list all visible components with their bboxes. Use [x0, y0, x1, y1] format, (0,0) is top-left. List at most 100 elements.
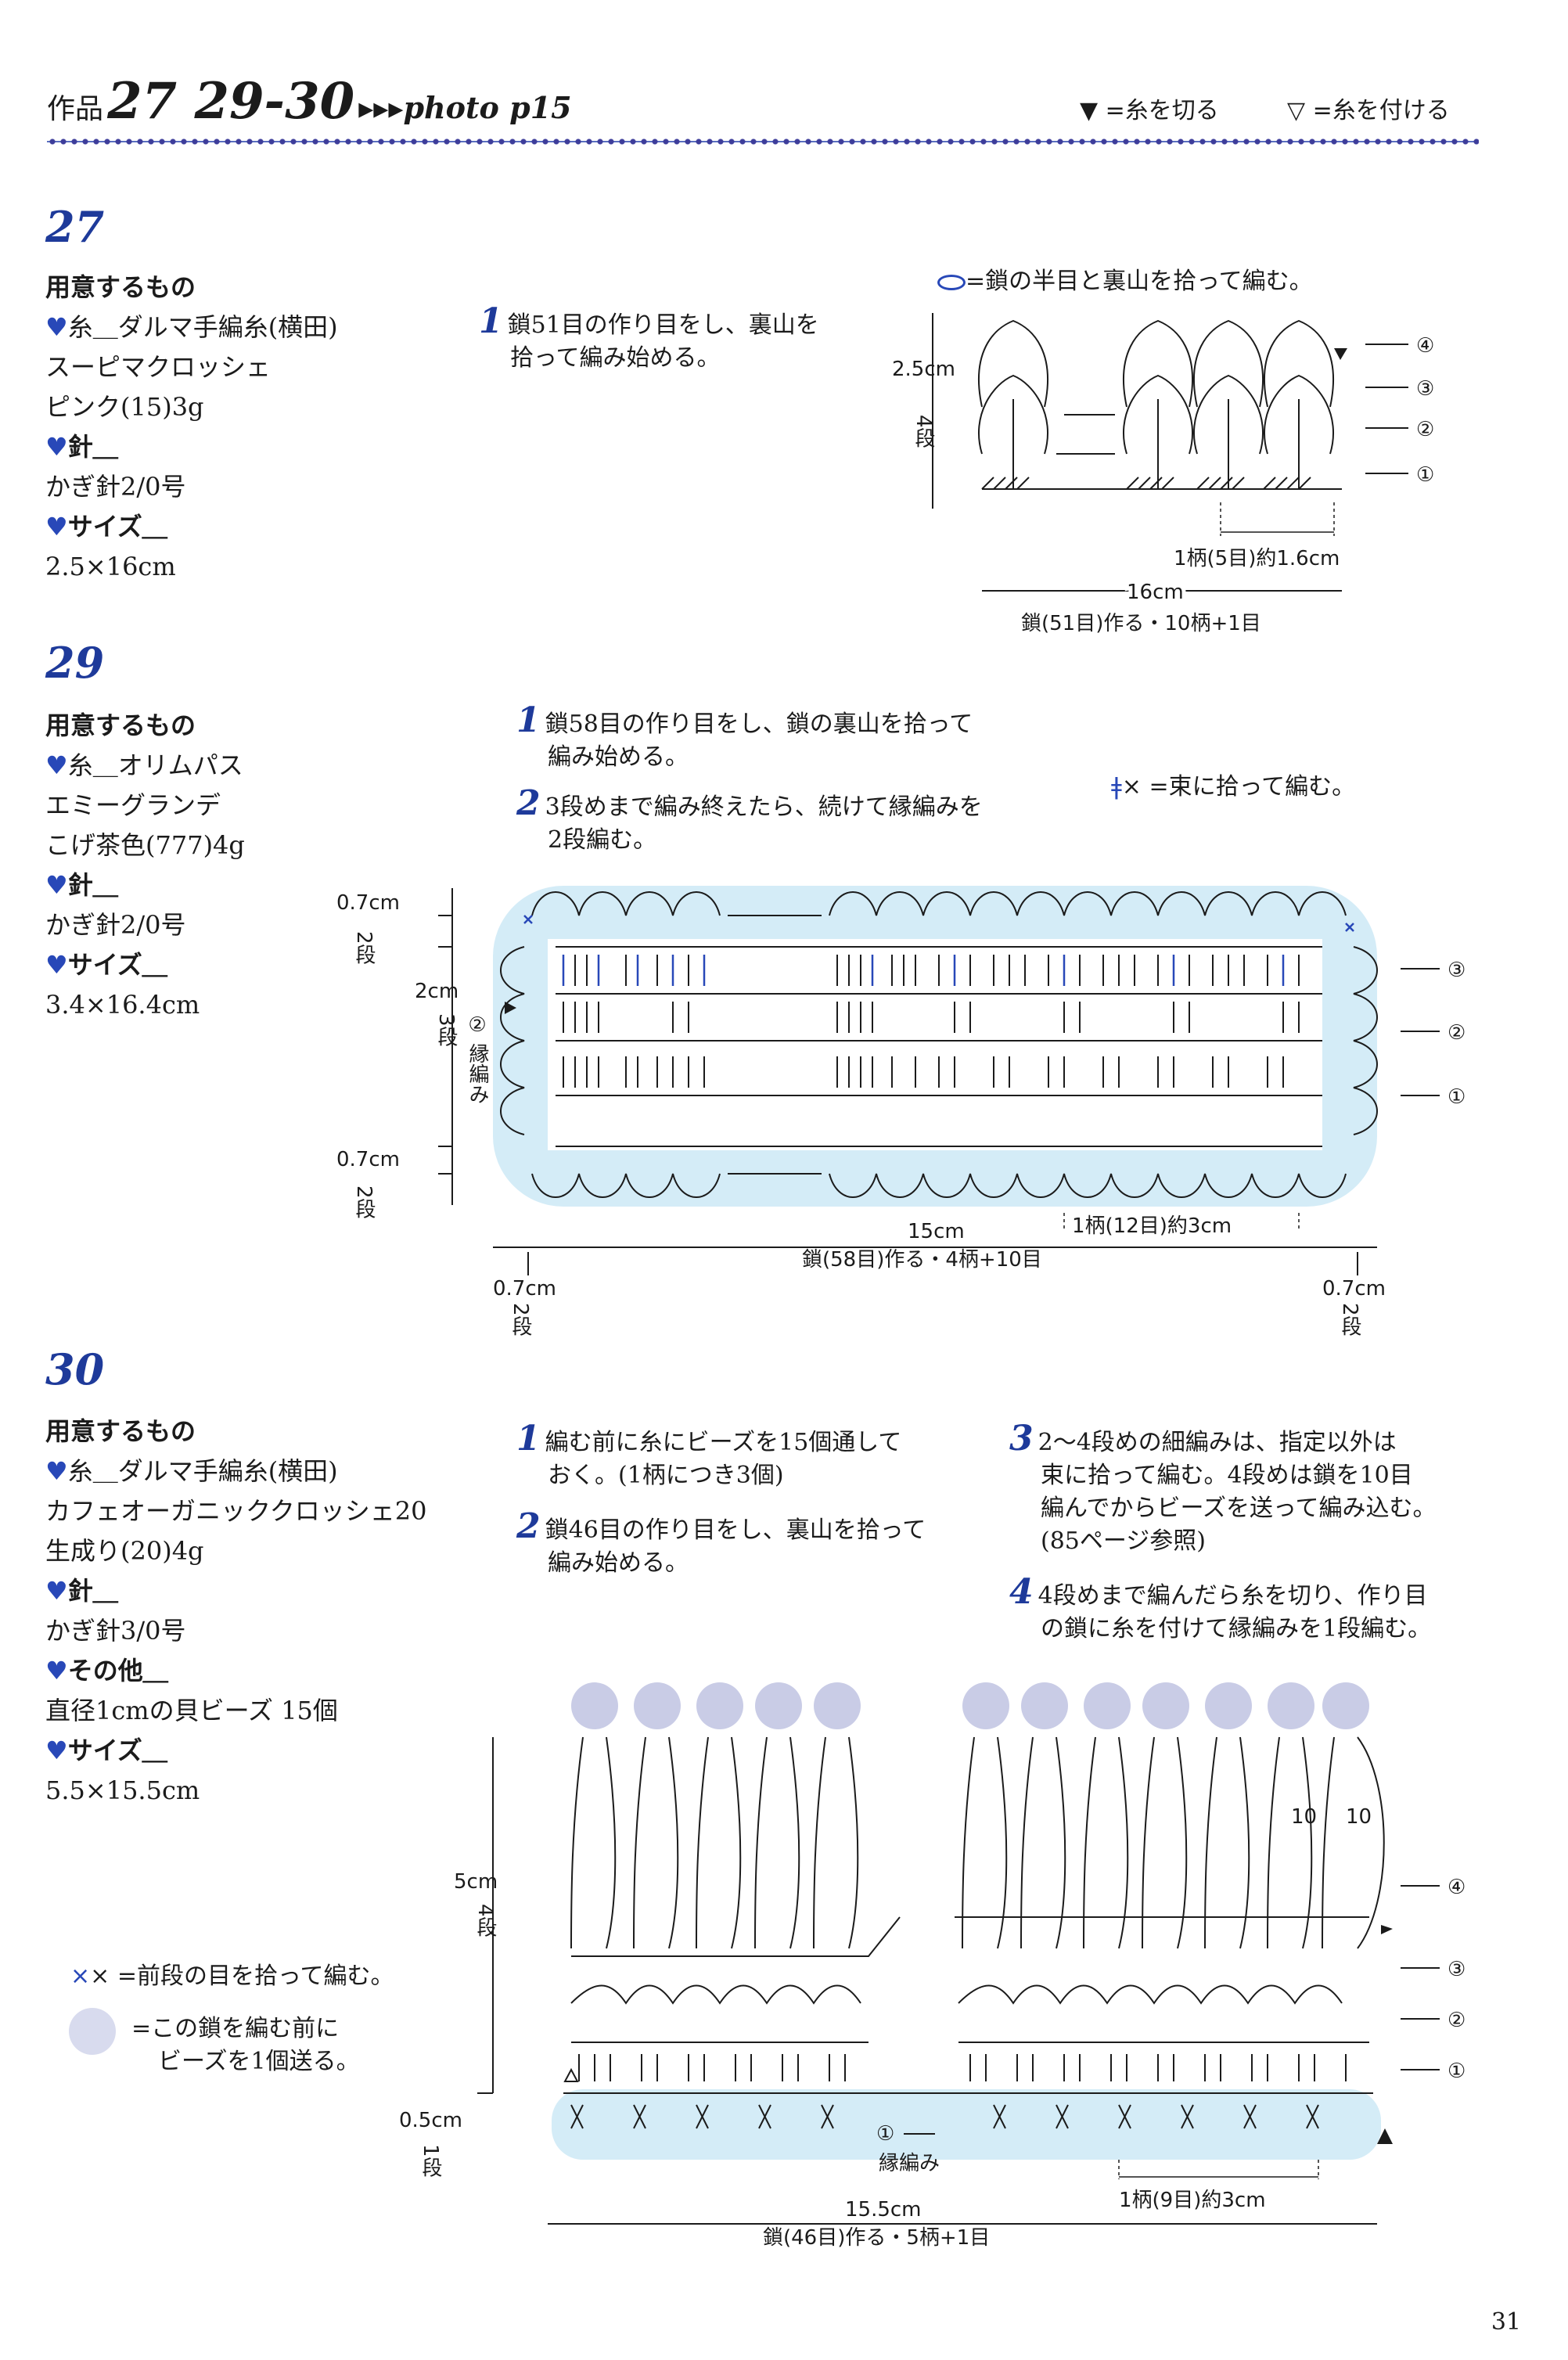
- material-line: ♥糸＿ダルマ手編糸(横田): [45, 1456, 338, 1486]
- width-label: 15cm: [908, 1220, 965, 1243]
- header-kind: 作品: [47, 93, 104, 125]
- material-line: 用意するもの: [45, 272, 196, 302]
- row-number: ③: [1416, 377, 1434, 401]
- materials-27: 用意するもの ♥糸＿ダルマ手編糸(横田) スーピマクロッシェ ピンク(15)3g…: [45, 268, 338, 587]
- heart-icon: ♥: [45, 512, 68, 541]
- page-number: 31: [1491, 2308, 1521, 2336]
- legend-cut: ▼ =糸を切る: [1080, 97, 1219, 124]
- material-line: かぎ針3/0号: [45, 1616, 186, 1646]
- materials-29: 用意するもの ♥糸＿オリムパス エミーグランデ こげ茶色(777)4g ♥針＿ …: [45, 706, 245, 1025]
- row-number: ④: [1448, 1876, 1466, 1899]
- header-photo-ref: ▸▸▸photo p15: [358, 90, 572, 125]
- left-margin-label: 0.7cm: [493, 1277, 556, 1301]
- material-line: こげ茶色(777)4g: [45, 830, 245, 860]
- row-number: ③: [1448, 1958, 1466, 1981]
- heart-icon: ♥: [45, 870, 68, 900]
- left-rows-label: 2段: [509, 1303, 532, 1336]
- heart-icon: ♥: [45, 750, 68, 780]
- double-crochet-icon: ǂ: [1111, 773, 1122, 800]
- row-number: ②: [1448, 1021, 1466, 1045]
- row-number: ②: [1448, 2009, 1466, 2032]
- material-line: かぎ針2/0号: [45, 910, 186, 940]
- material-line: ♥その他＿: [45, 1656, 168, 1685]
- material-line: 用意するもの: [45, 711, 196, 740]
- rows-label: 4段: [912, 415, 935, 448]
- material-line: カフェオーガニッククロッシェ20: [45, 1496, 427, 1526]
- bottom-height-label: 0.7cm: [336, 1148, 400, 1171]
- material-line: 3.4×16.4cm: [45, 990, 200, 1020]
- bottom-rows-label: 1段: [419, 2144, 442, 2178]
- material-line: スーピマクロッシェ: [45, 352, 272, 382]
- right-rows-label: 2段: [1338, 1303, 1361, 1336]
- note-29: ǂ× =束に拾って編む。: [1111, 773, 1356, 800]
- material-line: ♥サイズ＿: [45, 512, 167, 541]
- material-line: エミーグランデ: [45, 790, 221, 820]
- right-margin-label: 0.7cm: [1322, 1277, 1386, 1301]
- note-30-stitch: ×× =前段の目を拾って編む。: [70, 1962, 394, 1990]
- materials-30: 用意するもの ♥糸＿ダルマ手編糸(横田) カフェオーガニッククロッシェ20 生成…: [45, 1412, 426, 1811]
- pattern-label: 1柄(9目)約3cm: [1119, 2189, 1266, 2212]
- diagram-30: 10 10 5cm 4段 0.5cm 1段 ④ ③ ② ① ① 縁編み 1柄(9…: [399, 1682, 1466, 2250]
- top-rows-label: 2段: [352, 931, 376, 965]
- material-line: かぎ針2/0号: [45, 472, 186, 502]
- mid-height-label: 2cm: [415, 980, 459, 1003]
- section-number-29: 29: [45, 638, 105, 688]
- edge-number: ①: [876, 2122, 894, 2146]
- material-line: ♥針＿: [45, 1576, 118, 1606]
- header-numbers: 27 29-30: [107, 72, 355, 131]
- half-loop-icon: [937, 275, 966, 290]
- chain-label: 鎖(46目)作る・5柄+1目: [763, 2226, 990, 2250]
- material-line: ♥サイズ＿: [45, 1736, 167, 1765]
- row-number: ④: [1416, 334, 1434, 358]
- heart-icon: ♥: [45, 432, 68, 462]
- cross-stitch-icon: ×: [70, 1962, 91, 1990]
- pattern-label: 1柄(5目)約1.6cm: [1174, 547, 1340, 570]
- top-height-label: 0.7cm: [336, 891, 400, 915]
- bottom-height-label: 0.5cm: [399, 2109, 462, 2132]
- row-number: ②: [1416, 418, 1434, 441]
- bead-legend-icon: [69, 2008, 116, 2055]
- pattern-label: 1柄(12目)約3cm: [1072, 1214, 1232, 1238]
- heart-icon: ♥: [45, 1456, 68, 1486]
- material-line: 生成り(20)4g: [45, 1536, 204, 1566]
- rows-label: 4段: [473, 1904, 497, 1937]
- heart-icon: ♥: [45, 312, 68, 342]
- edge-label: ② 縁編み: [466, 1013, 489, 1104]
- heart-icon: ♥: [45, 1656, 68, 1685]
- row-number: ③: [1448, 959, 1466, 982]
- heart-icon: ♥: [45, 1736, 68, 1765]
- material-line: ♥糸＿オリムパス: [45, 750, 243, 780]
- legend-attach: ▽ =糸を付ける: [1287, 97, 1450, 124]
- diagram-27: 2.5cm 4段 ④ ③ ② ① 1柄(5目)約1.6cm 16cm 鎖(51目…: [892, 313, 1434, 635]
- material-line: ♥サイズ＿: [45, 950, 167, 980]
- edge-label: 縁編み: [879, 2152, 940, 2175]
- material-line: 用意するもの: [45, 1416, 196, 1446]
- height-label: 5cm: [454, 1870, 498, 1894]
- note-30-bead: =この鎖を編む前に ビーズを1個送る。: [131, 2015, 360, 2075]
- row-number: ①: [1448, 1085, 1466, 1109]
- note-27: =鎖の半目と裏山を拾って編む。: [937, 261, 1313, 296]
- header-divider: [47, 133, 1479, 150]
- chain-label: 鎖(58目)作る・4柄+10目: [802, 1248, 1042, 1272]
- material-line: ♥糸＿ダルマ手編糸(横田): [45, 312, 338, 342]
- material-line: 5.5×15.5cm: [45, 1775, 200, 1805]
- chain-label: 鎖(51目)作る・10柄+1目: [1021, 612, 1261, 635]
- bottom-rows-label: 2段: [352, 1185, 376, 1219]
- heart-icon: ♥: [45, 1576, 68, 1606]
- material-line: ピンク(15)3g: [45, 392, 204, 422]
- chain-count-a: 10: [1291, 1805, 1317, 1829]
- section-number-27: 27: [45, 202, 105, 252]
- page-header: 作品 27 29-30 ▸▸▸photo p15: [47, 72, 572, 131]
- material-line: 直径1cmの貝ビーズ 15個: [45, 1696, 338, 1725]
- row-number: ①: [1416, 463, 1434, 487]
- chain-count-b: 10: [1346, 1805, 1372, 1829]
- material-line: ♥針＿: [45, 870, 118, 900]
- material-line: ♥針＿: [45, 432, 118, 462]
